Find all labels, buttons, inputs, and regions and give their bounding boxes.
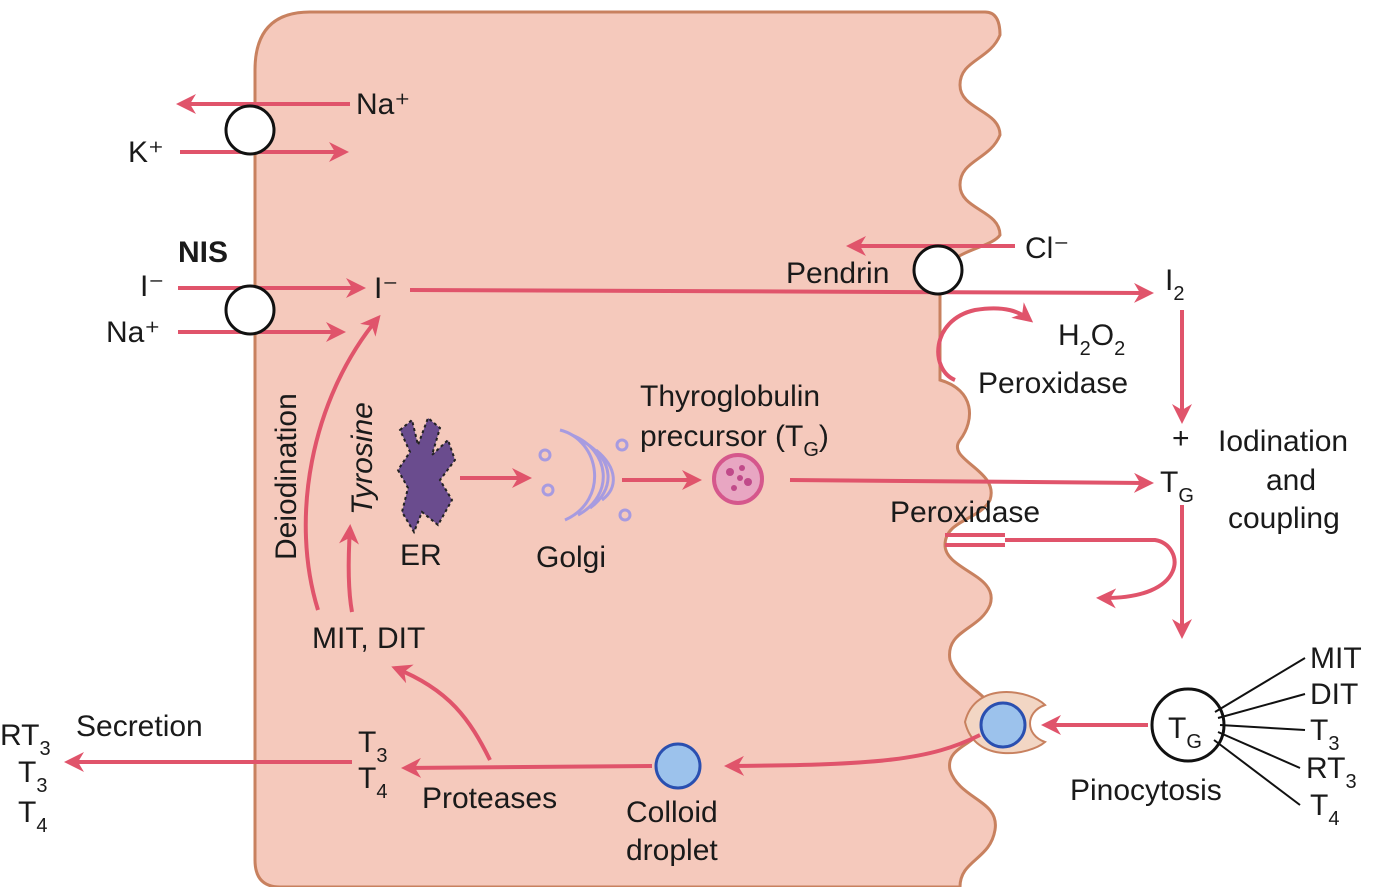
- label-er: ER: [400, 539, 442, 572]
- label-h2o2: H2O2: [1058, 319, 1125, 360]
- label-na-nis: Na⁺: [106, 316, 160, 349]
- label-i-cell: I⁻: [374, 272, 398, 305]
- droplet-to-hormones-arrow: [405, 766, 652, 768]
- label-fan-t4: T4: [1310, 789, 1339, 830]
- label-and: and: [1266, 464, 1316, 497]
- label-i-extracellular: I⁻: [140, 270, 164, 303]
- nis-transporter-icon: [226, 286, 274, 334]
- label-coupling: coupling: [1228, 502, 1340, 535]
- label-plus: +: [1172, 422, 1190, 455]
- label-deiodination: Deiodination: [270, 393, 303, 560]
- label-peroxidase-top: Peroxidase: [978, 367, 1128, 400]
- label-mit-dit: MIT, DIT: [312, 622, 425, 655]
- colloid-vesicle-icon: [981, 703, 1025, 747]
- label-peroxidase-mid: Peroxidase: [890, 496, 1040, 529]
- label-fan-t3: T3: [1310, 714, 1339, 755]
- colloid-droplet-icon: [656, 744, 700, 788]
- tg-components-fan: [1214, 658, 1305, 805]
- label-proteases: Proteases: [422, 782, 557, 815]
- label-droplet: droplet: [626, 834, 718, 867]
- pendrin-transporter-icon: [914, 246, 962, 294]
- label-k: K⁺: [128, 136, 164, 169]
- label-golgi: Golgi: [536, 541, 606, 574]
- label-tg-colloid: TG: [1160, 466, 1194, 507]
- label-tyrosine: Tyrosine: [346, 402, 379, 515]
- na-k-pump-icon: [226, 106, 274, 154]
- label-thyroglobulin: Thyroglobulin: [640, 380, 820, 413]
- label-pendrin: Pendrin: [786, 257, 889, 290]
- label-iodination: Iodination: [1218, 425, 1348, 458]
- label-nis: NIS: [178, 236, 228, 269]
- label-na-top: Na⁺: [356, 88, 410, 121]
- label-fan-rt3: RT3: [1306, 752, 1357, 793]
- label-secretion: Secretion: [76, 710, 203, 743]
- peroxidase-return-arrow: [1005, 540, 1175, 598]
- label-pinocytosis: Pinocytosis: [1070, 774, 1222, 807]
- label-cl: Cl⁻: [1025, 232, 1069, 265]
- label-i2: I2: [1165, 264, 1184, 305]
- label-secreted-rt3: RT3: [0, 719, 51, 760]
- label-secreted-t3: T3: [18, 756, 47, 797]
- label-secreted-t4: T4: [18, 796, 47, 837]
- label-fan-dit: DIT: [1310, 678, 1358, 711]
- label-fan-mit: MIT: [1310, 642, 1362, 675]
- label-colloid: Colloid: [626, 796, 718, 829]
